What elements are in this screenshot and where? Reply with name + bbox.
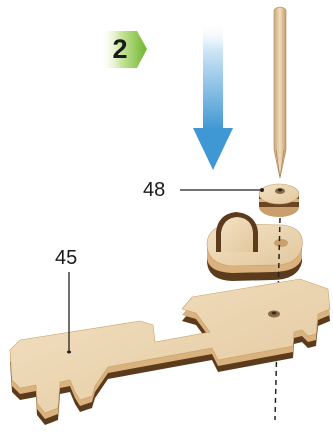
leader-48 [180,188,264,192]
step-number: 2 [100,31,140,68]
base-part-45 [10,279,330,425]
part-label-45: 45 [55,248,77,268]
peg-part-48 [259,184,299,217]
down-arrow-icon [193,22,233,170]
pencil-icon [274,7,286,178]
cam-part [207,212,302,281]
part-label-48: 48 [143,180,165,200]
